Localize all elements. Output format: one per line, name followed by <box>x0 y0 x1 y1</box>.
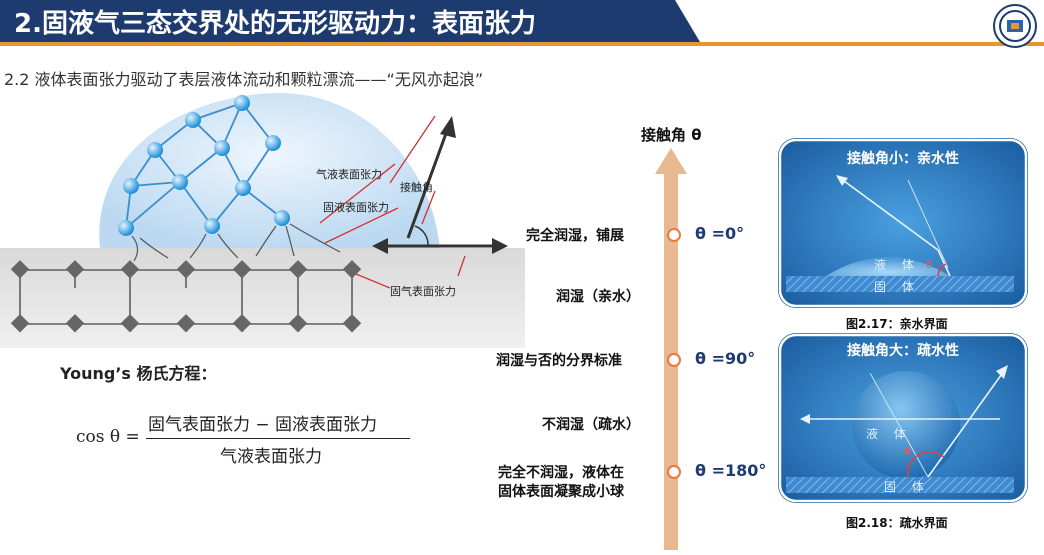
title-bar <box>0 0 1044 46</box>
liquid-droplet <box>99 93 441 248</box>
angle-symbol: θ <box>904 445 911 458</box>
level-complete-non-wetting-2: 固体表面凝聚成小球 <box>498 484 624 500</box>
solid-liquid-tension-label: 固液表面张力 <box>323 201 389 214</box>
level-complete-non-wetting-1: 完全不润湿，液体在 <box>498 465 624 481</box>
liquid-label: 液 体 <box>874 258 920 272</box>
value-90deg: θ =90° <box>695 349 756 368</box>
liquid-label: 液 体 <box>866 427 912 441</box>
section-subtitle: 2.2 液体表面张力驱动了表层液体流动和颗粒漂流——“无风亦起浪” <box>4 70 484 89</box>
young-equation-label: Young’s 杨氏方程： <box>60 364 217 383</box>
solid-surface <box>0 248 525 348</box>
level-non-wetting: 不润湿（疏水） <box>542 417 640 433</box>
contact-angle-axis <box>655 148 687 550</box>
hydrophobic-figure: 接触角大：疏水性 液 体 θ 固 体 <box>778 333 1028 503</box>
equation-lhs: cos θ = <box>76 427 140 447</box>
level-complete-wetting: 完全润湿，铺展 <box>526 228 624 244</box>
hydrophobic-title: 接触角大：疏水性 <box>847 343 959 359</box>
force-arrows <box>385 127 498 248</box>
university-logo <box>993 4 1037 48</box>
solid-gas-tension-label: 固气表面张力 <box>390 285 456 298</box>
surface-tension-diagram <box>0 93 525 348</box>
figure-caption-2-18: 图2.18：疏水界面 <box>846 516 948 530</box>
page-title: 2.固液气三态交界处的无形驱动力：表面张力 <box>14 9 536 39</box>
marker-icon <box>667 353 681 367</box>
liquid-molecules <box>118 95 290 236</box>
value-0deg: θ =0° <box>695 224 745 243</box>
angle-symbol: θ <box>926 258 933 271</box>
solid-label: 固 体 <box>884 480 930 494</box>
value-180deg: θ =180° <box>695 461 767 480</box>
level-wetting: 润湿（亲水） <box>556 289 640 305</box>
hydrophilic-title: 接触角小：亲水性 <box>847 151 959 167</box>
young-equation: cos θ = 固气表面张力 − 固液表面张力 气液表面张力 <box>76 410 436 470</box>
equation-numerator: 固气表面张力 − 固液表面张力 <box>148 415 378 435</box>
figure-caption-2-17: 图2.17：亲水界面 <box>846 317 948 331</box>
hydrophilic-figure: 接触角小：亲水性 液 体 θ 固 体 <box>778 138 1028 308</box>
equation-denominator: 气液表面张力 <box>220 447 322 467</box>
marker-icon <box>667 465 681 479</box>
solid-label: 固 体 <box>874 280 920 294</box>
marker-icon <box>667 228 681 242</box>
fraction-bar <box>146 438 410 439</box>
level-boundary: 润湿与否的分界标准 <box>496 353 622 369</box>
gas-liquid-tension-label: 气液表面张力 <box>316 168 382 181</box>
contact-angle-axis-title: 接触角 θ <box>641 126 702 144</box>
contact-angle-label: 接触角 <box>400 181 433 194</box>
